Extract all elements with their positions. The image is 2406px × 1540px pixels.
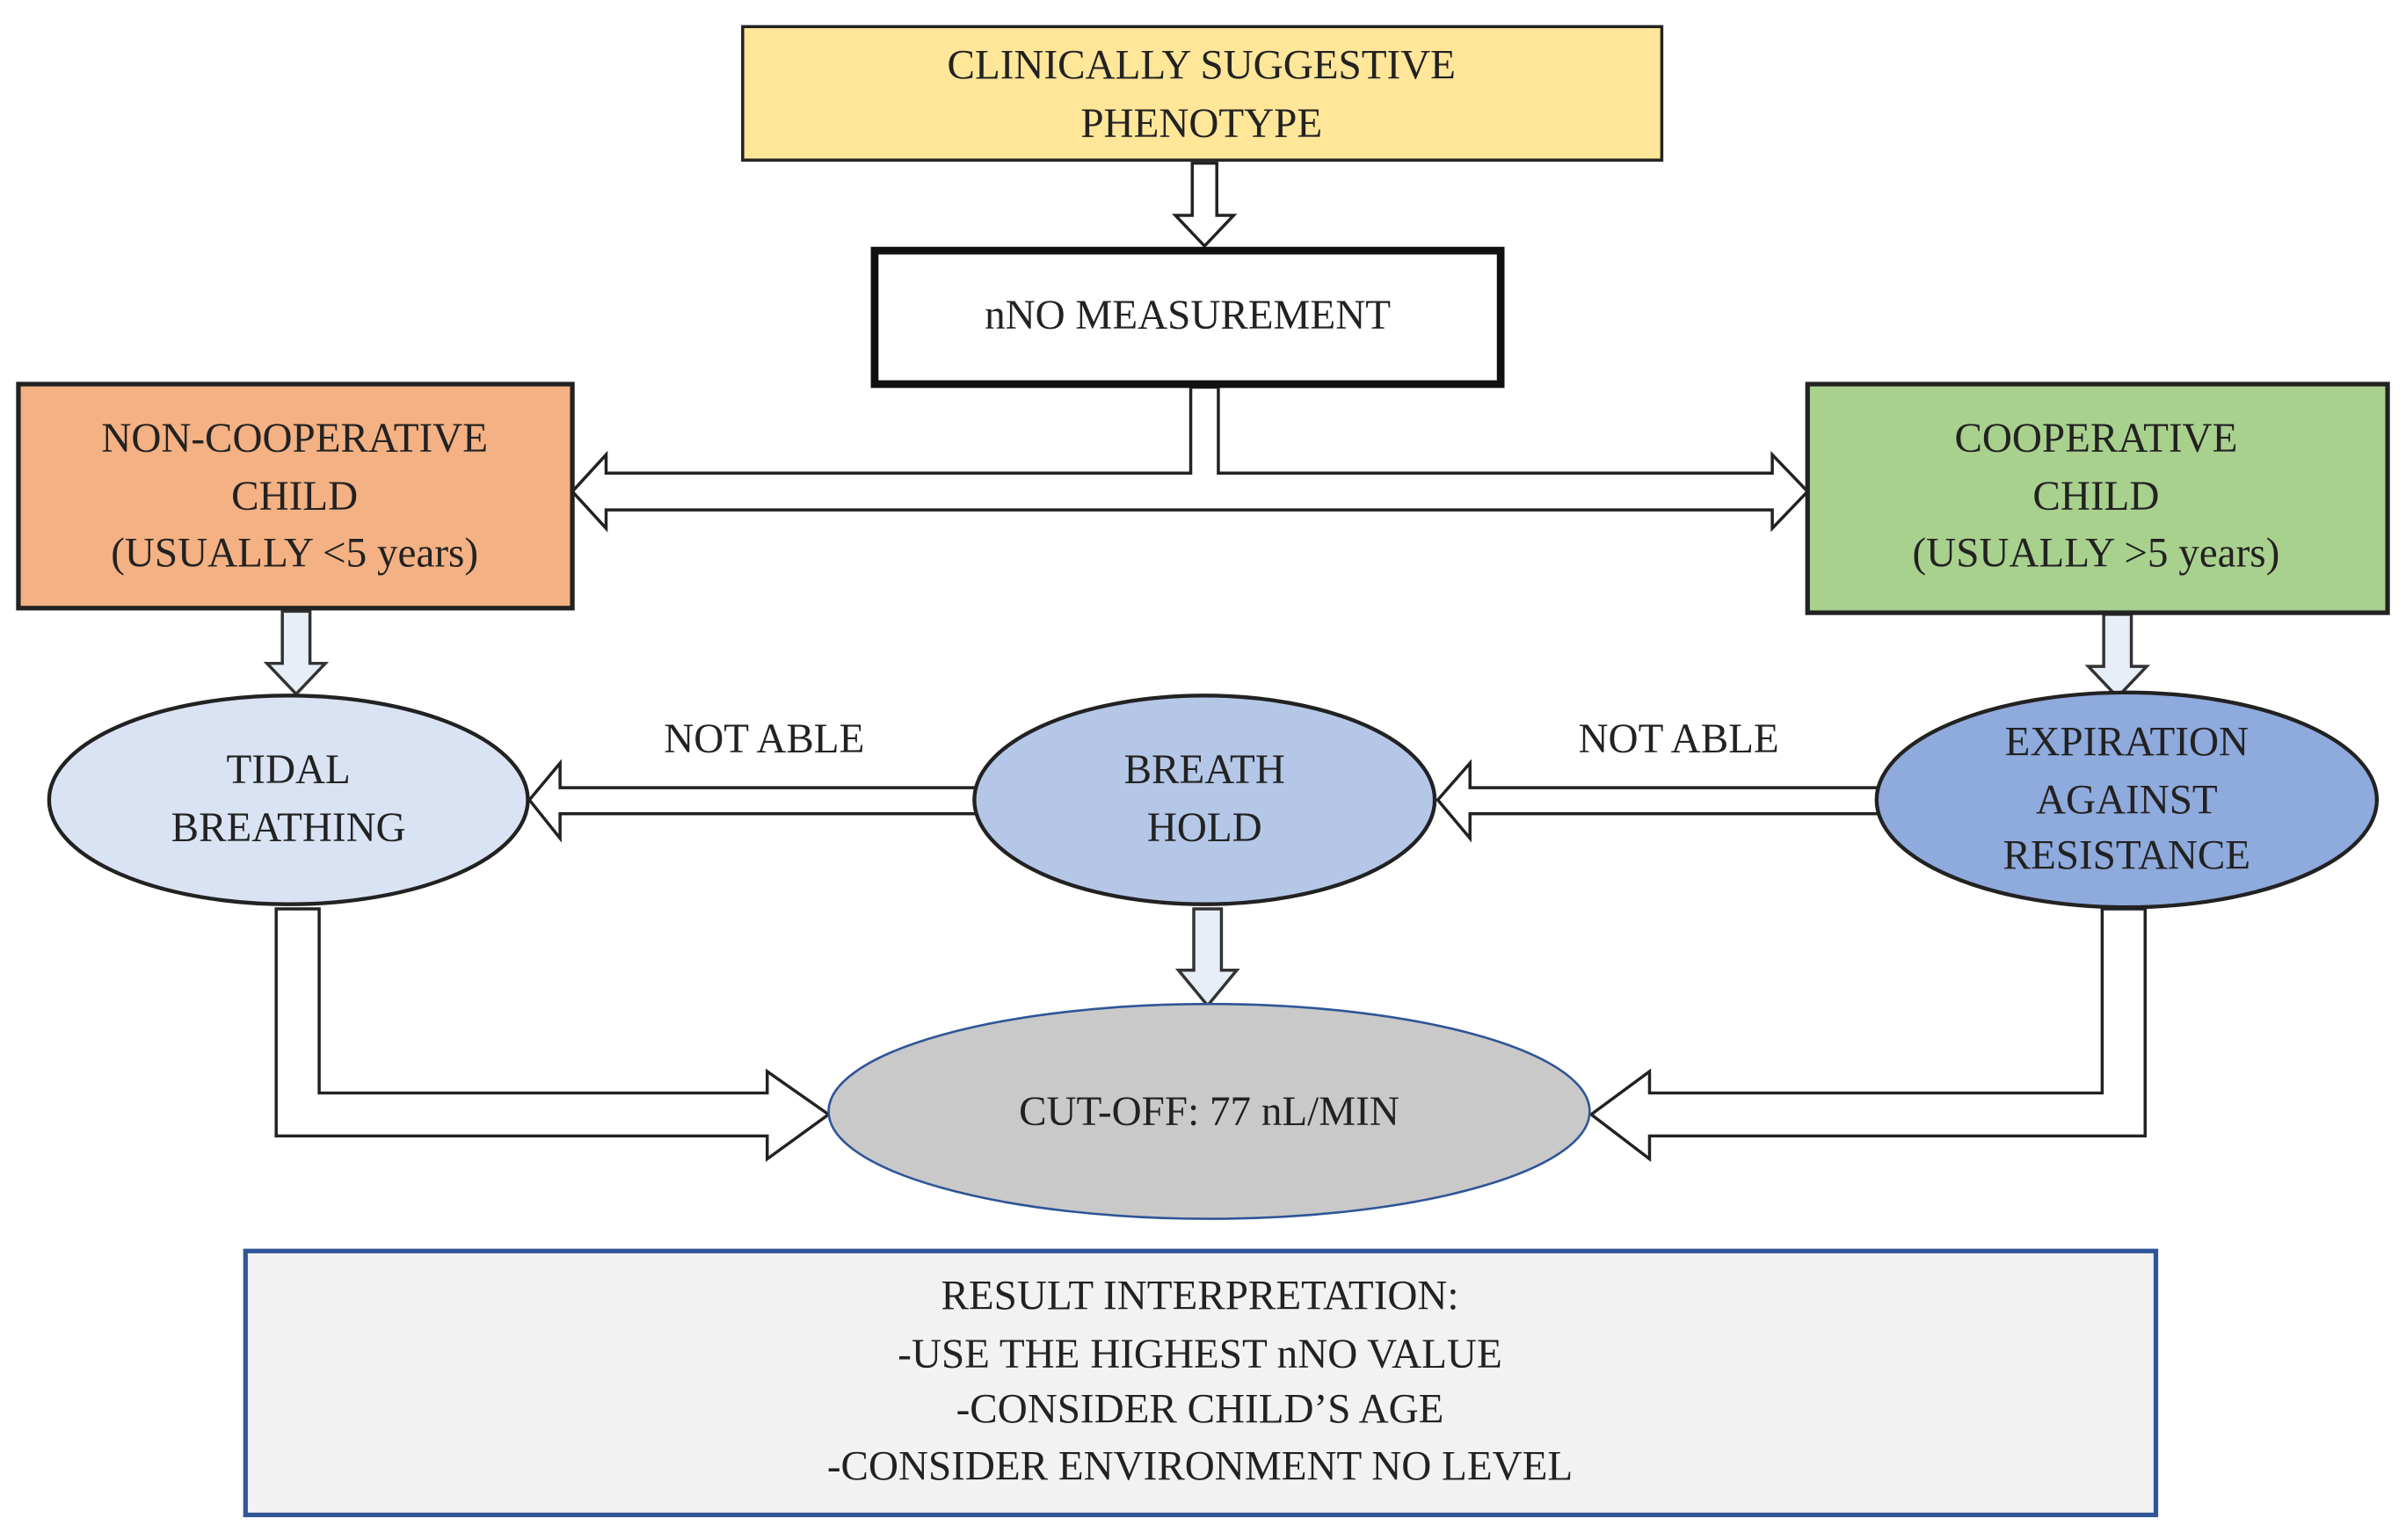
arrow-noncoop-to-tidal — [263, 609, 330, 697]
node-text: BREATH — [1124, 747, 1285, 793]
node-text: EXPIRATION — [2005, 719, 2249, 765]
arrow-expiration-to-cutoff — [1588, 907, 2148, 1163]
arrow-coop-to-expiration — [2084, 613, 2151, 700]
result-interpretation-box: RESULT INTERPRETATION: -USE THE HIGHEST … — [243, 1248, 2159, 1518]
node-cooperative: COOPERATIVE CHILD (USUALLY >5 years) — [1805, 381, 2390, 615]
node-text: NON-COOPERATIVE — [101, 416, 488, 461]
node-text: BREATHING — [171, 805, 406, 851]
node-text: RESISTANCE — [2003, 833, 2251, 879]
arrow-phenotype-to-measurement — [1172, 161, 1238, 249]
node-text: TIDAL — [227, 747, 351, 793]
node-text: HOLD — [1147, 805, 1262, 851]
result-text: -CONSIDER ENVIRONMENT NO LEVEL — [827, 1443, 1573, 1489]
node-non-cooperative: NON-COOPERATIVE CHILD (USUALLY <5 years) — [16, 381, 575, 611]
result-text: -USE THE HIGHEST nNO VALUE — [898, 1332, 1501, 1377]
arrow-tidal-to-cutoff — [274, 907, 832, 1162]
node-cutoff: CUT-OFF: 77 nL/MIN — [827, 1002, 1591, 1220]
node-text: CUT-OFF: 77 nL/MIN — [1019, 1089, 1399, 1135]
node-text: nNO MEASUREMENT — [985, 293, 1391, 338]
result-text: RESULT INTERPRETATION: — [941, 1274, 1458, 1319]
node-phenotype: CLINICALLY SUGGESTIVE PHENOTYPE — [741, 25, 1664, 162]
edge-label-not-able: NOT ABLE — [664, 716, 864, 762]
result-text: -CONSIDER CHILD’S AGE — [956, 1387, 1444, 1433]
node-text: CHILD — [231, 474, 358, 519]
arrow-breath-to-tidal — [527, 759, 978, 843]
node-text: PHENOTYPE — [1080, 101, 1322, 147]
node-text: (USUALLY >5 years) — [1912, 531, 2279, 577]
arrow-breath-to-cutoff — [1174, 907, 1240, 1008]
node-text: COOPERATIVE — [1954, 416, 2237, 461]
node-text: AGAINST — [2036, 778, 2218, 824]
arrow-expiration-to-breath — [1436, 759, 1880, 843]
node-text: (USUALLY <5 years) — [111, 531, 478, 577]
arrow-measurement-split — [570, 385, 1810, 533]
node-expiration-against-resistance: EXPIRATION AGAINST RESISTANCE — [1874, 690, 2380, 910]
edge-label-not-able: NOT ABLE — [1579, 716, 1779, 762]
node-text: CHILD — [2032, 474, 2159, 519]
node-measurement: nNO MEASUREMENT — [870, 246, 1505, 389]
node-breath-hold: BREATH HOLD — [972, 694, 1437, 906]
node-tidal-breathing: TIDAL BREATHING — [47, 694, 530, 906]
node-text: CLINICALLY SUGGESTIVE — [948, 43, 1456, 89]
